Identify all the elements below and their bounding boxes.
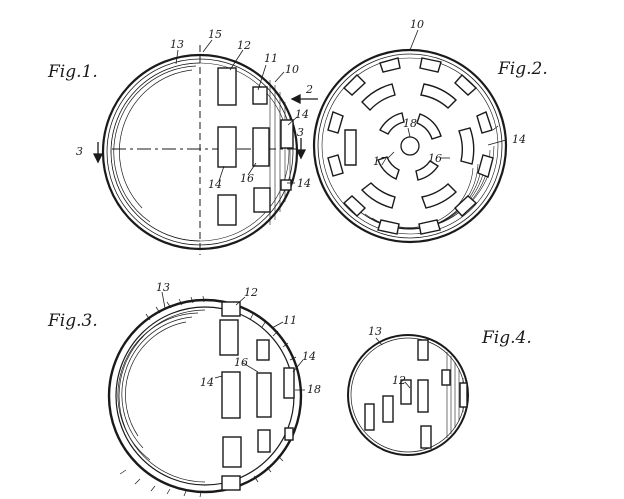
figure-3-sphere bbox=[107, 291, 305, 498]
label-17: 17 bbox=[373, 155, 387, 168]
figure-2-title: Fig.2. bbox=[497, 59, 548, 79]
label-10: 10 bbox=[410, 18, 424, 31]
figure-2-sphere bbox=[312, 29, 508, 244]
label-14: 14 bbox=[200, 376, 214, 389]
figure-2: Fig.2. bbox=[312, 18, 548, 244]
label-3: 3 bbox=[76, 145, 83, 158]
label-14: 14 bbox=[208, 178, 222, 191]
label-2: 2 bbox=[305, 83, 313, 96]
figure-3: Fig.3. bbox=[47, 281, 321, 498]
label-10: 10 bbox=[285, 63, 299, 76]
label-12: 12 bbox=[237, 39, 251, 52]
label-18: 18 bbox=[307, 383, 321, 396]
label-16: 16 bbox=[234, 356, 248, 369]
figure-1-title: Fig.1. bbox=[47, 62, 98, 82]
figure-1-sphere bbox=[92, 39, 318, 255]
figure-3-title: Fig.3. bbox=[47, 311, 98, 331]
label-16: 16 bbox=[428, 152, 442, 165]
label-14: 14 bbox=[302, 350, 316, 363]
label-13: 13 bbox=[156, 281, 170, 294]
label-16: 16 bbox=[240, 172, 254, 185]
label-18: 18 bbox=[403, 117, 417, 130]
label-14: 14 bbox=[297, 177, 311, 190]
figure-4: Fig.4. bbox=[347, 325, 532, 456]
label-13: 13 bbox=[368, 325, 382, 338]
label-15: 15 bbox=[208, 28, 222, 41]
label-11: 11 bbox=[264, 52, 278, 65]
figure-1: Fig.1. bbox=[47, 28, 318, 255]
figure-4-title: Fig.4. bbox=[481, 328, 532, 348]
label-11: 11 bbox=[283, 314, 297, 327]
label-12: 12 bbox=[244, 286, 258, 299]
label-3: 3 bbox=[297, 126, 304, 139]
label-12: 12 bbox=[392, 374, 406, 387]
figure-4-sphere bbox=[347, 334, 469, 456]
label-13: 13 bbox=[170, 38, 184, 51]
label-14: 14 bbox=[512, 133, 526, 146]
label-14: 14 bbox=[295, 108, 309, 121]
